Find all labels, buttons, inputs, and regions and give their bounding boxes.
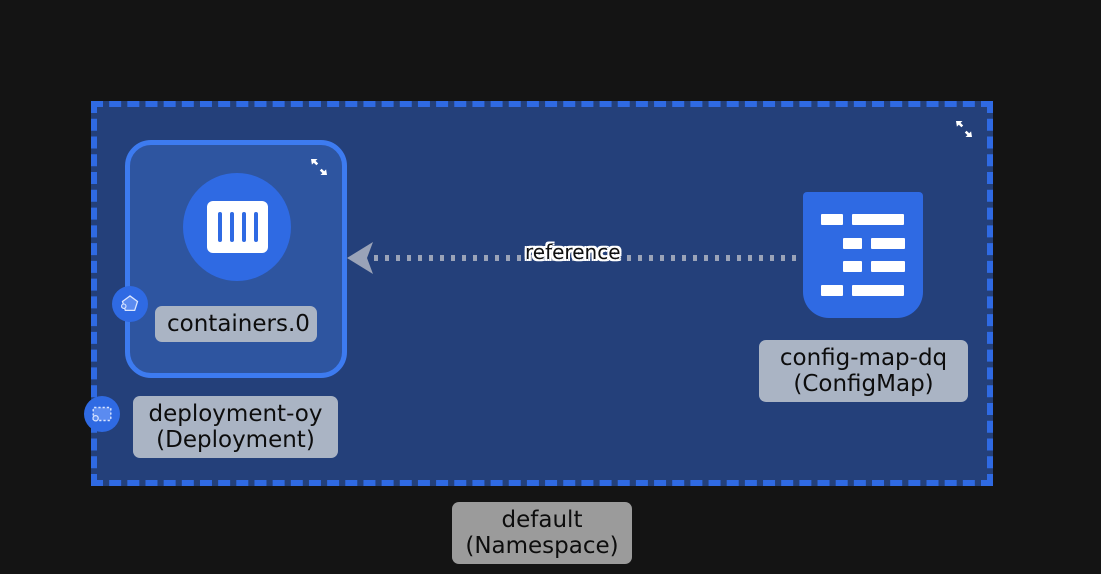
node-label-deployment[interactable]: deployment-oy (Deployment): [133, 396, 338, 458]
configmap-line: [870, 237, 905, 249]
configmap-line: [852, 214, 904, 225]
node-label-configmap[interactable]: config-map-dq (ConfigMap): [759, 340, 968, 402]
configmap-row: [821, 237, 905, 249]
collapse-icon[interactable]: [953, 118, 975, 140]
configmap-list-icon[interactable]: [803, 192, 923, 318]
configmap-line: [852, 284, 904, 296]
container-barcode-icon: [183, 173, 291, 281]
configmap-bullet: [843, 261, 862, 273]
configmap-row: [821, 284, 905, 296]
reference-edge-label: reference: [525, 240, 621, 264]
container-icon[interactable]: [112, 286, 148, 322]
deployment-icon[interactable]: [84, 396, 120, 432]
configmap-row: [821, 214, 905, 225]
configmap-line: [870, 261, 905, 273]
namespace-container[interactable]: containers.0 deployment-oy (Deployment) …: [84, 101, 993, 486]
configmap-bullet: [843, 237, 862, 249]
container-glyph: [207, 201, 268, 253]
configmap-bullet: [821, 284, 843, 296]
node-label-namespace[interactable]: default (Namespace): [452, 502, 632, 564]
node-label-containers[interactable]: containers.0: [155, 306, 317, 342]
configmap-row: [821, 261, 905, 273]
collapse-icon[interactable]: [308, 156, 330, 178]
configmap-bullet: [821, 214, 843, 225]
